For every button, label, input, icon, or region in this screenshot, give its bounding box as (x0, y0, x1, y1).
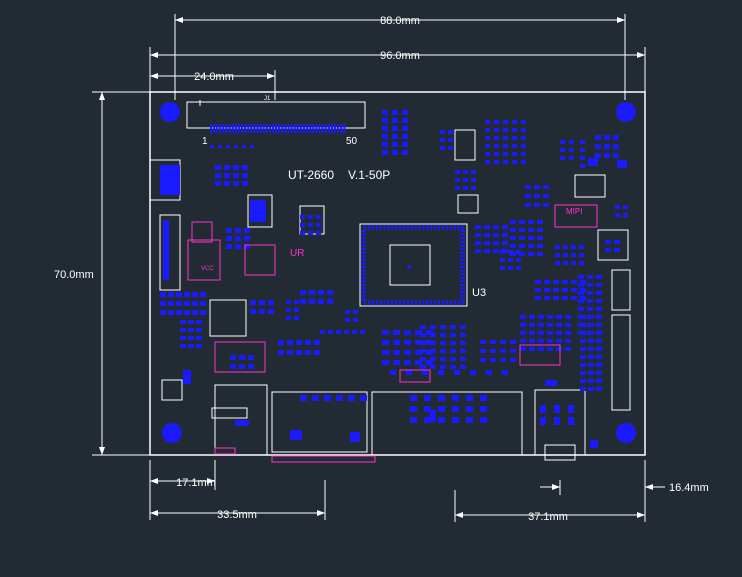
chip-label: U3 (472, 287, 486, 299)
pin-first-label: 1 (202, 136, 208, 147)
dim-bottom-right-2: 16.4mm (669, 482, 709, 494)
dimension-arrows (99, 17, 653, 518)
dim-height: 70.0mm (54, 269, 94, 281)
dim-bottom-right-1: 37.1mm (528, 511, 568, 523)
mark-ur-label: UR (290, 248, 304, 259)
board-version-label: V.1-50P (348, 168, 390, 182)
dimension-lines (92, 14, 665, 522)
dim-bottom-left-1: 17.1mm (176, 477, 216, 489)
dim-overall-width: 96.0mm (380, 50, 420, 62)
dim-connector-offset: 24.0mm (194, 71, 234, 83)
header-label: J1 (264, 96, 271, 102)
mark-vcc-label: VCC (201, 266, 214, 272)
dim-bottom-left-2: 33.5mm (217, 509, 257, 521)
board-model-label: UT-2660 (288, 168, 334, 182)
pin-last-label: 50 (346, 136, 358, 147)
pad-field (160, 102, 636, 448)
dim-top-width: 88.0mm (380, 15, 420, 27)
marker-outlines (187, 204, 598, 463)
mark-mipi-label: MIPI (566, 207, 582, 216)
